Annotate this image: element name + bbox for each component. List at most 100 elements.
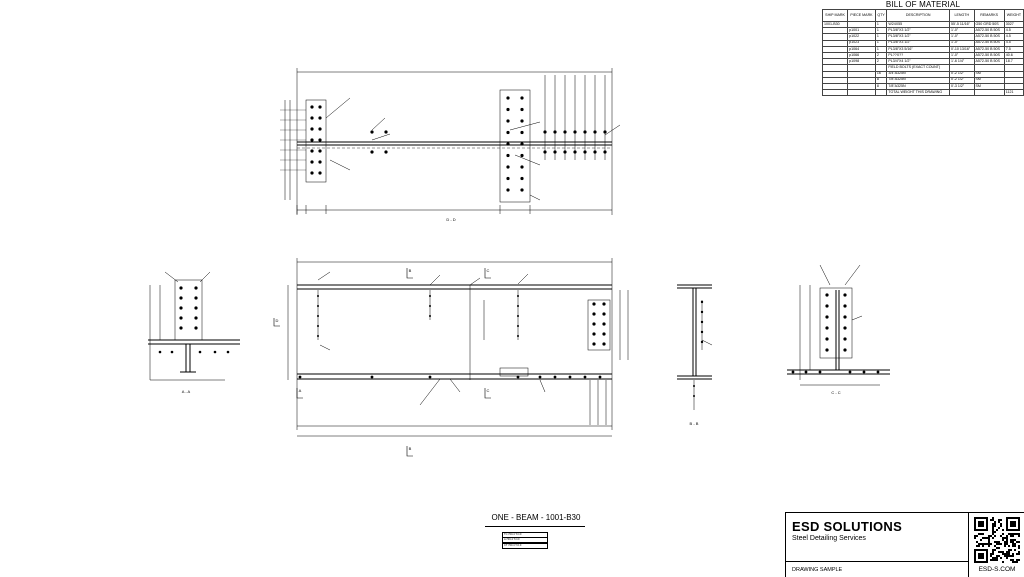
bolt-hole xyxy=(573,150,577,154)
bolt-hole xyxy=(520,96,524,100)
section-tag-d: D xyxy=(275,318,279,323)
bolt-hole xyxy=(506,96,510,100)
bolt-hole xyxy=(520,119,524,123)
bolt-hole xyxy=(583,150,587,154)
bolt-hole xyxy=(213,350,217,354)
bolt-hole xyxy=(310,160,314,164)
bolt-hole xyxy=(194,286,198,290)
bolt-hole xyxy=(520,188,524,192)
bolt-hole xyxy=(520,107,524,112)
bolt-hole xyxy=(843,348,847,352)
bolt-hole xyxy=(603,130,607,134)
section-tag-b: B xyxy=(408,268,412,273)
bolt-hole xyxy=(602,302,606,306)
bolt-hole xyxy=(310,116,314,120)
plan-view-d-d xyxy=(280,68,621,215)
bolt-hole xyxy=(317,305,319,307)
bolt-hole xyxy=(602,312,606,316)
bolt-hole xyxy=(310,138,314,142)
bolt-hole xyxy=(843,337,847,341)
bolt-hole xyxy=(517,305,519,307)
bolt-hole xyxy=(318,171,322,175)
bolt-hole xyxy=(516,375,520,379)
company-tagline: Steel Detailing Services xyxy=(792,535,866,542)
bolt-hole xyxy=(563,150,567,154)
elevation-notes-box: TC 700.4 T.O.F A 700.4 T.O.F CT 700.4 T.… xyxy=(502,531,548,549)
bolt-hole xyxy=(603,150,607,154)
bolt-hole xyxy=(506,107,510,112)
bolt-hole xyxy=(543,130,547,134)
bolt-hole xyxy=(318,116,322,120)
bolt-hole xyxy=(538,375,542,379)
bolt-holes xyxy=(158,96,880,397)
bolt-hole xyxy=(598,375,602,379)
bolt-hole xyxy=(825,348,829,352)
bolt-hole xyxy=(194,306,198,310)
bolt-hole xyxy=(179,326,183,330)
bolt-hole xyxy=(318,149,322,153)
bom-cell xyxy=(973,89,1005,97)
bolt-hole xyxy=(573,130,577,134)
title-block-divider xyxy=(786,561,968,562)
bolt-hole xyxy=(370,130,374,134)
title-block-vertical-divider xyxy=(968,513,969,577)
bolt-hole xyxy=(429,295,431,297)
bolt-hole xyxy=(563,130,567,134)
bolt-hole xyxy=(592,302,596,306)
company-name: ESD SOLUTIONS xyxy=(792,519,903,534)
bolt-hole xyxy=(506,119,510,123)
beam-title-underline xyxy=(485,526,585,527)
bolt-hole xyxy=(592,312,596,316)
section-label-a-a: A - A xyxy=(181,389,191,394)
bolt-hole xyxy=(862,370,866,374)
bom-cell: 1121 xyxy=(1003,89,1024,97)
bolt-hole xyxy=(506,153,510,158)
bolt-hole xyxy=(791,370,795,374)
bolt-hole xyxy=(602,342,606,346)
bolt-hole xyxy=(310,105,314,109)
bolt-hole xyxy=(700,300,704,304)
bolt-hole xyxy=(194,296,198,300)
bolt-hole xyxy=(593,150,597,154)
bolt-hole xyxy=(428,375,432,379)
bolt-hole xyxy=(384,130,388,134)
bolt-hole xyxy=(848,370,852,374)
bolt-hole xyxy=(506,142,510,146)
bolt-hole xyxy=(700,330,704,334)
bolt-hole xyxy=(825,326,829,330)
bolt-hole xyxy=(825,304,829,308)
section-label-d-d: D - D xyxy=(446,217,456,222)
section-a-a xyxy=(148,271,240,381)
bolt-hole xyxy=(517,315,519,317)
bolt-hole xyxy=(700,310,704,314)
bom-title: BILL OF MATERIAL xyxy=(885,0,961,9)
bolt-hole xyxy=(520,165,524,169)
website-link[interactable]: ESD-S.COM xyxy=(978,566,1016,573)
bolt-hole xyxy=(543,150,547,154)
bolt-hole xyxy=(429,305,431,307)
bolt-hole xyxy=(520,130,524,135)
bolt-hole xyxy=(370,150,374,154)
bolt-hole xyxy=(843,315,847,319)
beam-title: ONE - BEAM - 1001-B30 xyxy=(491,513,581,522)
bolt-hole xyxy=(818,370,822,374)
bolt-hole xyxy=(843,326,847,330)
elevation-view xyxy=(287,258,629,437)
bolt-hole xyxy=(517,295,519,297)
bolt-hole xyxy=(298,375,302,379)
bolt-hole xyxy=(179,306,183,310)
bolt-hole xyxy=(506,130,510,135)
bom-header-cell: SHIP MARK xyxy=(821,9,849,22)
bom-header-cell: WEIGHT xyxy=(1003,9,1024,22)
bolt-hole xyxy=(179,286,183,290)
bolt-hole xyxy=(226,350,230,354)
bolt-hole xyxy=(318,127,322,131)
sheet-name: DRAWING SAMPLE xyxy=(792,567,843,573)
bolt-hole xyxy=(317,325,319,327)
bolt-hole xyxy=(317,315,319,317)
bolt-hole xyxy=(592,322,596,326)
section-tags xyxy=(273,268,491,457)
